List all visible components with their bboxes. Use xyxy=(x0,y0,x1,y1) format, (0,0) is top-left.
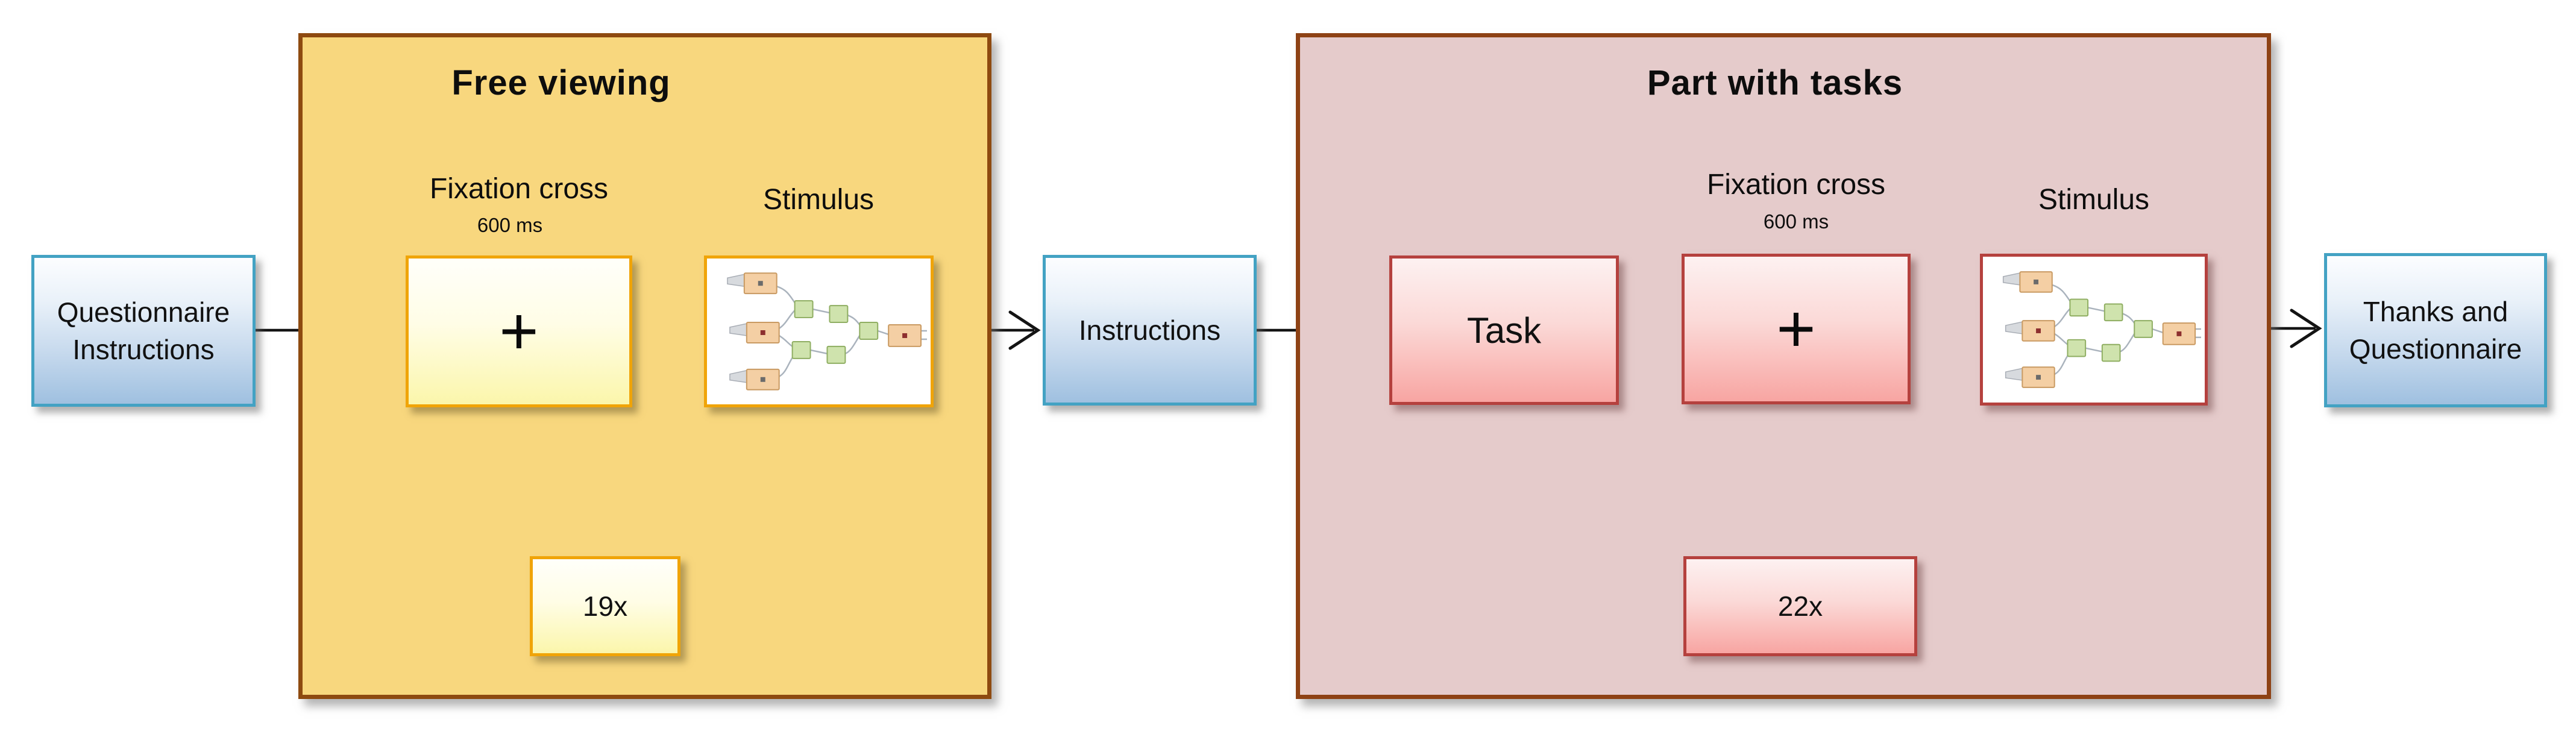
stimulus-box-2 xyxy=(1980,254,2208,406)
fixation-cross-symbol-2: + xyxy=(1776,291,1816,366)
stimulus-thumbnail xyxy=(2002,271,2201,388)
task-box: Task xyxy=(1389,255,1619,405)
task-label: Task xyxy=(1466,310,1542,351)
stimulus-label-2: Stimulus xyxy=(2038,184,2150,216)
stimulus-label: Stimulus xyxy=(762,184,875,216)
instructions-box: Instructions xyxy=(1043,255,1257,406)
part-with-tasks-panel: Part with tasks Task Fixation cross 600 … xyxy=(1296,33,2271,699)
stimulus-thumbnail xyxy=(727,272,927,390)
free-viewing-title: Free viewing xyxy=(451,63,671,102)
thanks-questionnaire-label: Thanks and Questionnaire xyxy=(2349,295,2522,365)
repeat-22x-label: 22x xyxy=(1777,591,1823,622)
arrowhead-into-instructions xyxy=(1008,310,1041,350)
fixation-duration-label-2: 600 ms xyxy=(1763,210,1829,233)
fixation-duration-label: 600 ms xyxy=(477,214,543,236)
repeat-19x-label: 19x xyxy=(582,591,628,622)
instructions-label: Instructions xyxy=(1078,314,1221,346)
fixation-cross-label-2: Fixation cross xyxy=(1706,169,1886,201)
repeat-22x-box: 22x xyxy=(1683,556,1917,656)
questionnaire-instructions-label: Questionnaire Instructions xyxy=(57,296,230,365)
stimulus-box xyxy=(704,255,934,407)
free-viewing-panel: Free viewing Fixation cross 600 ms + Sti… xyxy=(298,33,991,699)
fixation-cross-label: Fixation cross xyxy=(429,173,609,205)
repeat-19x-box: 19x xyxy=(530,556,680,656)
thanks-questionnaire-box: Thanks and Questionnaire xyxy=(2324,253,2547,407)
fixation-cross-symbol: + xyxy=(499,293,539,369)
arrowhead-into-thanks xyxy=(2290,309,2322,348)
fixation-cross-box: + xyxy=(406,255,632,407)
part-with-tasks-title: Part with tasks xyxy=(1647,63,1903,102)
fixation-cross-box-2: + xyxy=(1682,254,1911,404)
questionnaire-instructions-box: Questionnaire Instructions xyxy=(31,255,256,407)
